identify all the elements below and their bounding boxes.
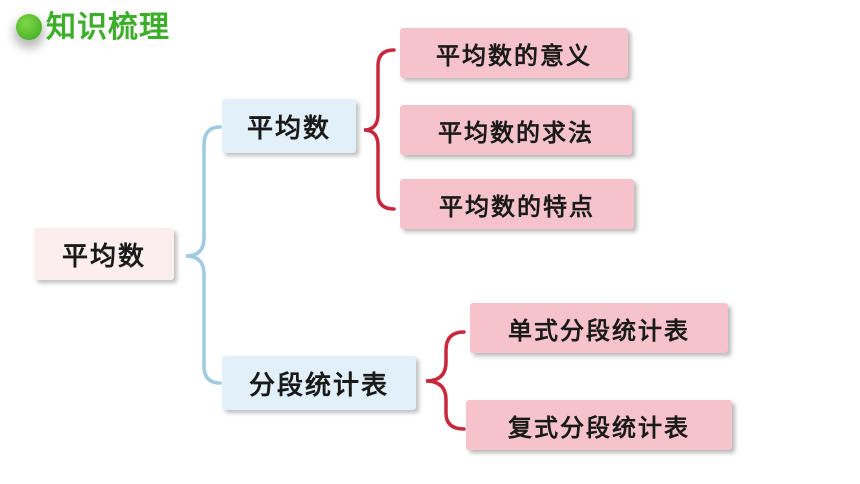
section-header: 知识梳理 bbox=[12, 2, 212, 48]
leaf-node-meaning: 平均数的意义 bbox=[400, 28, 628, 78]
branch-node-average: 平均数 bbox=[222, 99, 356, 153]
leaf-node-features: 平均数的特点 bbox=[400, 179, 634, 229]
branch-2-bracket bbox=[425, 330, 466, 431]
root-bracket bbox=[185, 125, 222, 385]
green-bullet-icon bbox=[16, 14, 42, 40]
root-node: 平均数 bbox=[34, 228, 174, 280]
leaf-node-method: 平均数的求法 bbox=[400, 105, 632, 155]
leaf-node-compound-table: 复式分段统计表 bbox=[466, 400, 732, 450]
leaf-node-single-table: 单式分段统计表 bbox=[470, 303, 728, 353]
branch-node-segment-table: 分段统计表 bbox=[222, 356, 416, 410]
branch-1-bracket bbox=[363, 48, 396, 211]
section-title: 知识梳理 bbox=[46, 10, 170, 45]
